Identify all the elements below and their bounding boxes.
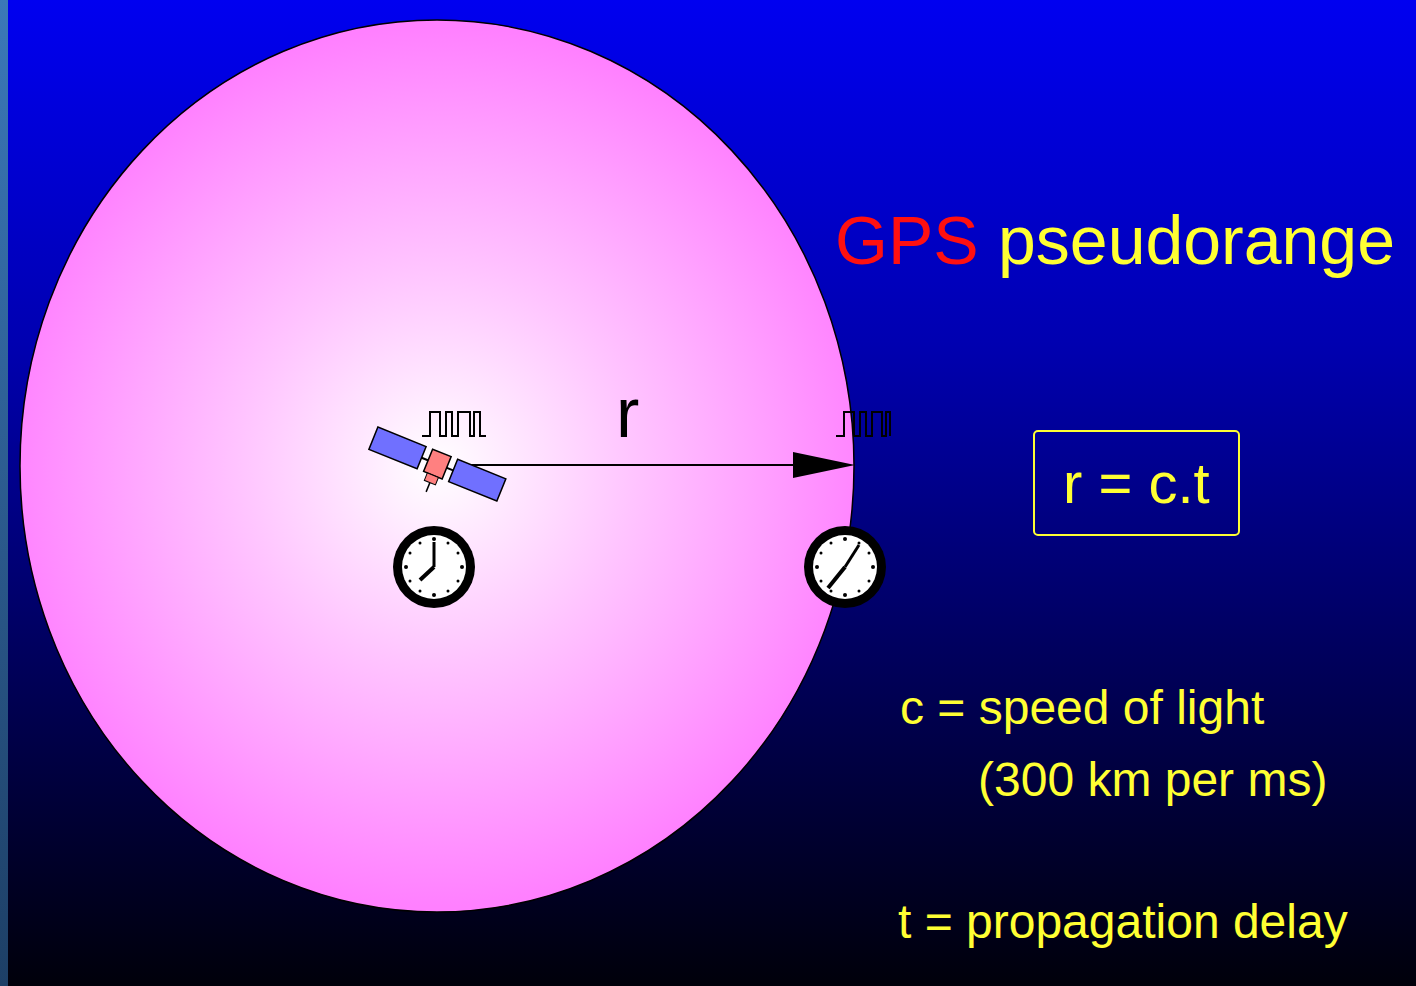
pulse-waveform	[836, 412, 890, 436]
title-word: pseudorange	[998, 206, 1395, 274]
definition-note: (300 km per ms)	[978, 756, 1327, 804]
arrow-head	[793, 452, 855, 478]
range-symbol: r	[616, 378, 639, 448]
title-word: GPS	[835, 206, 979, 274]
clock-icon	[804, 526, 886, 608]
formula-box: r = c.t	[1033, 430, 1240, 536]
side-strip	[0, 0, 8, 986]
signal-sphere	[20, 20, 854, 912]
definition-text: t = propagation delay	[898, 898, 1348, 946]
definition-text: c = speed of light	[900, 684, 1264, 732]
range-arrow	[462, 464, 800, 466]
satellite-icon	[362, 427, 506, 518]
clock-icon	[393, 526, 475, 608]
formula-text: r = c.t	[1063, 454, 1210, 512]
pulse-waveform	[422, 412, 486, 436]
